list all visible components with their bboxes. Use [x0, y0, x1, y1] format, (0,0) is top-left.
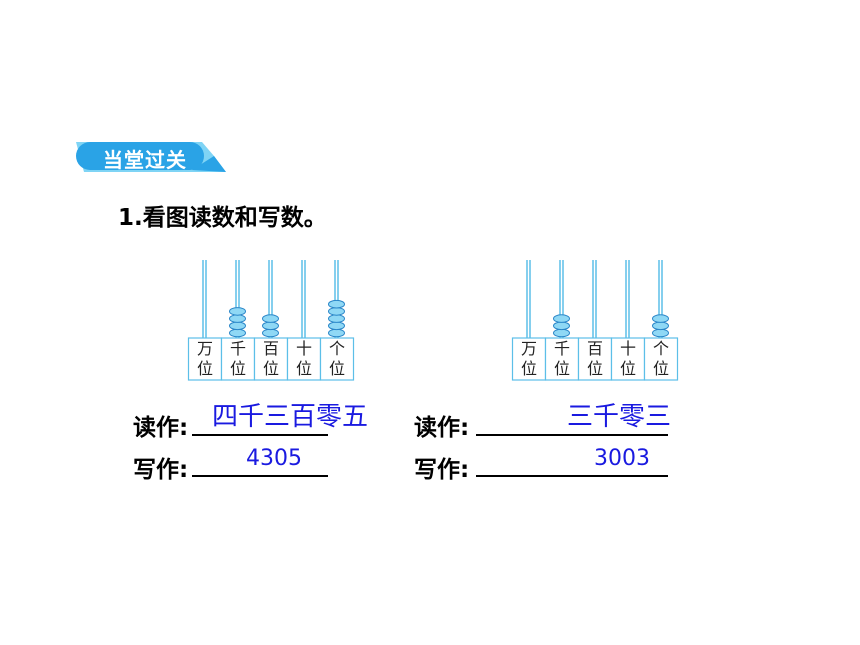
badge-shape	[76, 142, 226, 172]
right-write-label: 写作:	[414, 457, 470, 483]
right-bead	[652, 328, 669, 338]
right-place-label-bottom: 位	[619, 359, 636, 378]
right-place-cell	[511, 337, 547, 381]
left-bead	[229, 321, 246, 331]
right-place-label-bottom: 位	[652, 359, 669, 378]
right-place-cell	[577, 337, 613, 381]
section-badge: 当堂过关	[74, 138, 226, 176]
left-write-answer: 4305	[246, 446, 302, 471]
left-read-blank	[192, 434, 328, 436]
right-place-label-top: 万	[520, 339, 537, 358]
right-bead	[652, 321, 669, 331]
left-place-label-top: 个	[328, 339, 345, 358]
right-read-answer: 三千零三	[567, 402, 672, 432]
left-bead	[262, 314, 279, 323]
left-place-label-top: 万	[196, 339, 213, 358]
left-place-cell	[286, 337, 322, 381]
left-place-label-top: 百	[262, 339, 279, 358]
left-place-cell	[220, 337, 256, 381]
left-place-label-bottom: 位	[262, 359, 279, 378]
abacus-left-drawing	[187, 260, 355, 381]
question-text: 1.看图读数和写数。	[118, 205, 327, 231]
left-place-label-bottom: 位	[196, 359, 213, 378]
abacus-right-drawing	[511, 260, 679, 381]
right-read-label: 读作:	[414, 415, 470, 441]
left-bead	[229, 328, 246, 338]
right-place-label-top: 百	[586, 339, 603, 358]
left-place-cell	[319, 337, 355, 381]
right-place-label-top: 个	[652, 339, 669, 358]
right-place-cell	[544, 337, 580, 381]
right-place-label-bottom: 位	[586, 359, 603, 378]
right-write-blank	[476, 475, 668, 477]
abacus-left: 万位千位百位十位个位	[187, 260, 356, 382]
left-bead	[229, 314, 246, 323]
left-bead	[328, 321, 345, 331]
right-place-label-bottom: 位	[520, 359, 537, 378]
left-read-label: 读作:	[133, 415, 189, 441]
right-write-answer: 3003	[594, 446, 650, 471]
left-bead	[229, 307, 246, 316]
right-place-label-bottom: 位	[553, 359, 570, 378]
left-place-label-top: 十	[295, 339, 312, 358]
right-bead	[553, 314, 570, 323]
right-place-label-top: 千	[553, 339, 570, 358]
right-place-cell	[643, 337, 679, 381]
left-bead	[262, 328, 279, 338]
left-bead	[328, 307, 345, 316]
left-write-blank	[192, 475, 328, 477]
left-place-label-bottom: 位	[328, 359, 345, 378]
right-bead	[553, 328, 570, 338]
left-place-label-bottom: 位	[295, 359, 312, 378]
right-bead	[553, 321, 570, 331]
right-place-cell	[610, 337, 646, 381]
left-write-label: 写作:	[133, 457, 189, 483]
right-bead	[652, 314, 669, 323]
left-place-label-bottom: 位	[229, 359, 246, 378]
left-bead	[328, 328, 345, 338]
left-place-cell	[253, 337, 289, 381]
left-place-label-top: 千	[229, 339, 246, 358]
right-place-label-top: 十	[619, 339, 636, 358]
left-bead	[328, 299, 345, 309]
section-badge-label: 当堂过关	[103, 148, 187, 172]
right-read-blank	[476, 434, 668, 436]
left-read-answer: 四千三百零五	[212, 402, 369, 432]
abacus-right: 万位千位百位十位个位	[511, 260, 679, 382]
left-bead	[262, 321, 279, 331]
left-bead	[328, 314, 345, 323]
